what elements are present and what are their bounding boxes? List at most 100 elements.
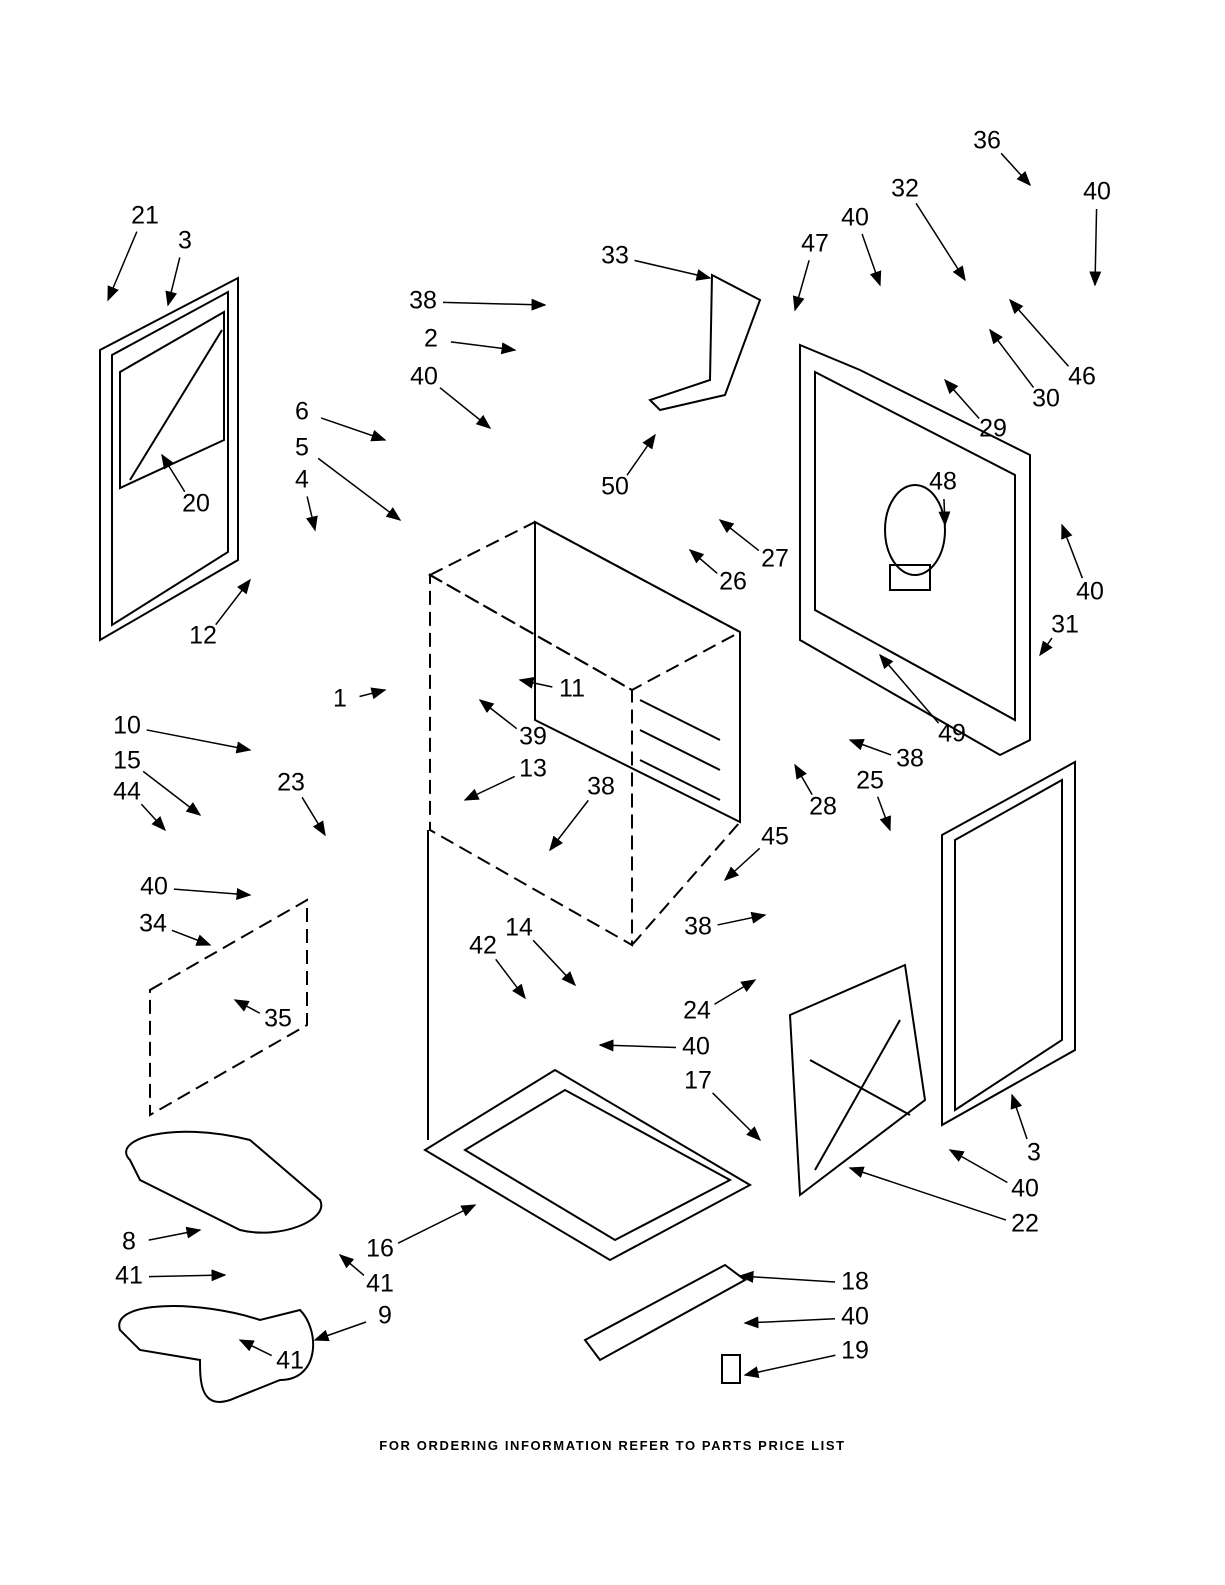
leader-arrow (635, 260, 710, 278)
part-rail-18 (585, 1265, 745, 1360)
leader-arrow (1001, 153, 1030, 185)
part-rear-panel (800, 345, 1030, 755)
leader-arrow (318, 458, 400, 520)
leader-arrow (315, 1322, 366, 1340)
callout-18: 18 (841, 1268, 869, 1296)
callout-38: 38 (587, 773, 615, 801)
leader-arrow (1040, 638, 1052, 655)
leader-arrow (916, 203, 965, 280)
callout-49: 49 (938, 720, 966, 748)
leader-arrow (740, 1276, 835, 1282)
callout-15: 15 (113, 747, 141, 775)
callout-31: 31 (1051, 611, 1079, 639)
leader-arrow (1012, 1095, 1027, 1139)
callout-11: 11 (559, 675, 585, 703)
part-bottom-pan (425, 1070, 750, 1260)
leader-arrow (880, 655, 939, 723)
leader-arrow (302, 797, 325, 835)
leader-arrow (627, 435, 655, 475)
leader-arrow (520, 680, 552, 687)
part-leveler-19 (722, 1355, 740, 1383)
leader-arrow (600, 1045, 676, 1048)
callout-12: 12 (189, 622, 217, 650)
callout-3: 3 (1027, 1139, 1041, 1167)
callout-32: 32 (891, 175, 919, 203)
leader-arrow (715, 980, 755, 1004)
callout-3: 3 (178, 227, 192, 255)
leader-arrow (720, 520, 759, 551)
callout-34: 34 (139, 910, 167, 938)
leader-arrow (465, 776, 515, 800)
callout-9: 9 (378, 1302, 392, 1330)
leader-arrow (149, 1275, 225, 1277)
callout-14: 14 (505, 914, 533, 942)
callout-6: 6 (295, 398, 309, 426)
leader-arrow (795, 260, 809, 310)
leader-arrow (945, 380, 979, 418)
callout-16: 16 (366, 1235, 394, 1263)
callout-40: 40 (841, 204, 869, 232)
leader-arrow (850, 740, 891, 755)
callout-41: 41 (115, 1262, 143, 1290)
leader-arrow (451, 342, 515, 350)
callout-29: 29 (979, 415, 1007, 443)
leader-arrow (795, 765, 812, 795)
leader-arrow (713, 1093, 760, 1140)
leader-arrow (168, 257, 180, 305)
leader-arrow (990, 330, 1034, 388)
leader-arrow (443, 302, 545, 305)
callout-38: 38 (896, 745, 924, 773)
callout-2: 2 (424, 325, 438, 353)
leader-arrow (745, 1355, 835, 1375)
leader-arrow (944, 499, 945, 525)
part-panel-22 (790, 965, 925, 1195)
leader-arrow (1010, 300, 1068, 366)
leader-arrow (398, 1205, 475, 1243)
leader-arrow (360, 690, 385, 697)
leader-arrow (172, 930, 210, 945)
leader-arrow (1095, 209, 1097, 285)
callout-33: 33 (601, 242, 629, 270)
callout-27: 27 (761, 545, 789, 573)
leader-arrow (235, 1000, 260, 1013)
leader-arrow (533, 940, 575, 985)
callout-40: 40 (1076, 578, 1104, 606)
leader-arrow (550, 800, 588, 850)
callout-40: 40 (140, 873, 168, 901)
callout-41: 41 (366, 1270, 394, 1298)
callout-28: 28 (809, 793, 837, 821)
leader-arrow (496, 959, 525, 998)
callout-20: 20 (182, 490, 210, 518)
callout-41: 41 (276, 1347, 304, 1375)
leader-arrow (174, 889, 250, 895)
leader-arrow (147, 730, 250, 750)
callout-30: 30 (1032, 385, 1060, 413)
callout-50: 50 (601, 473, 629, 501)
part-side-panel-right (942, 762, 1075, 1125)
callout-24: 24 (683, 997, 711, 1025)
callout-8: 8 (122, 1228, 136, 1256)
callout-13: 13 (519, 755, 547, 783)
callout-46: 46 (1068, 363, 1096, 391)
callout-45: 45 (761, 823, 789, 851)
leader-arrow (240, 1340, 272, 1356)
leader-arrow (718, 915, 765, 925)
callout-35: 35 (264, 1005, 292, 1033)
callout-19: 19 (841, 1337, 869, 1365)
leader-arrow (950, 1150, 1007, 1182)
callout-44: 44 (113, 778, 141, 806)
leader-arrow (850, 1168, 1006, 1220)
callout-40: 40 (1083, 178, 1111, 206)
callout-26: 26 (719, 568, 747, 596)
callout-1: 1 (333, 685, 347, 713)
leader-arrow (440, 388, 490, 428)
callout-36: 36 (973, 127, 1001, 155)
callout-22: 22 (1011, 1210, 1039, 1238)
callout-40: 40 (682, 1033, 710, 1061)
callout-10: 10 (113, 712, 141, 740)
callout-40: 40 (410, 363, 438, 391)
footer-note: FOR ORDERING INFORMATION REFER TO PARTS … (0, 1438, 1225, 1453)
leader-arrow (307, 496, 315, 530)
leader-arrow (143, 771, 200, 815)
